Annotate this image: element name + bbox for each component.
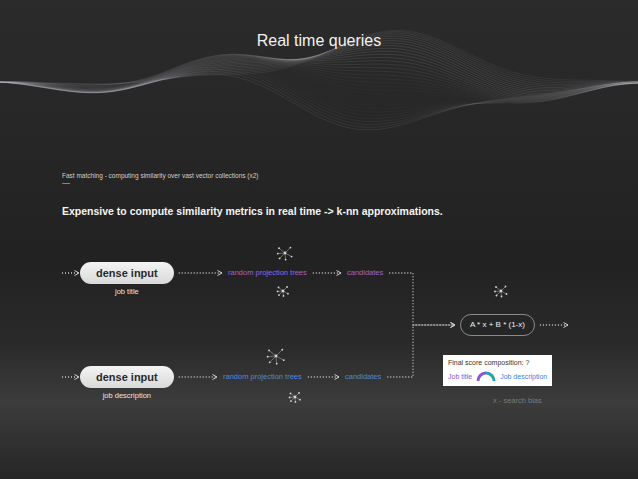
- tree-dot: [291, 256, 293, 258]
- slide-title: Real time queries: [0, 32, 638, 50]
- tree-dot: [269, 361, 271, 363]
- tree-dot: [279, 258, 281, 260]
- pill-label: dense input: [96, 267, 158, 279]
- tree-dot: [278, 287, 280, 289]
- score-card: Final score composition: ? Job title Job d…: [443, 355, 552, 386]
- wave-line: [0, 69, 638, 124]
- wave-line: [0, 74, 638, 130]
- tree-icon: [494, 286, 507, 298]
- tree-dot: [267, 356, 269, 358]
- tree-icon: [267, 349, 285, 365]
- dotted-connector: [308, 376, 339, 377]
- tree-dot: [286, 286, 288, 288]
- tree-dot: [278, 294, 280, 296]
- score-heading: Final score composition: ?: [448, 358, 547, 368]
- dotted-connector: [313, 272, 341, 273]
- score-key: Job description: [500, 372, 547, 382]
- stage-text: random projection trees: [222, 372, 303, 382]
- tree-dot: [298, 392, 300, 394]
- score-key: Job title: [448, 372, 472, 382]
- tree-dot: [289, 397, 291, 399]
- tree-dot: [496, 295, 498, 297]
- tree-dot: [290, 393, 292, 395]
- tree-dot: [278, 247, 280, 249]
- tree-icon: [277, 286, 289, 297]
- tree-dot: [290, 247, 292, 249]
- tree-dot: [294, 396, 297, 399]
- tree-dot: [283, 359, 285, 361]
- score-row: Job title Job description: [448, 371, 547, 382]
- dotted-connector: [389, 273, 455, 325]
- gauge-left: [478, 373, 486, 381]
- stage-text: random projection trees: [227, 268, 308, 278]
- axis-note: x - search bias: [493, 396, 542, 405]
- tree-icon: [277, 247, 293, 261]
- headline: Expensive to compute similarity metrics …: [62, 205, 443, 217]
- input-pill: dense inputjob title: [80, 262, 174, 284]
- input-caption: job title: [115, 287, 139, 297]
- tree-dot: [501, 296, 503, 298]
- stage-label: candidates: [347, 268, 383, 277]
- wave-line: [0, 63, 638, 115]
- tree-dot: [290, 400, 292, 402]
- tree-dot: [281, 349, 283, 351]
- note-text: Fast matching - computing similarity ove…: [62, 172, 259, 179]
- tree-dot: [287, 293, 289, 295]
- tree-dot: [506, 293, 508, 295]
- formula-pill: A * x + B * (1-x): [460, 314, 535, 336]
- input-arrow: [62, 272, 79, 273]
- tree-dot: [495, 286, 497, 288]
- stage-text: candidates: [346, 268, 384, 278]
- output-arrow: [540, 324, 568, 325]
- tree-dot: [299, 399, 301, 401]
- formula-text: A * x + B * (1-x): [470, 320, 525, 329]
- dotted-connector: [179, 272, 222, 273]
- wave-line: [0, 65, 638, 119]
- wave-line: [0, 72, 638, 128]
- tree-dot: [295, 401, 297, 403]
- tree-dot: [285, 259, 287, 261]
- pill-label: dense input: [96, 371, 158, 383]
- gauge-right: [486, 373, 494, 381]
- stage-label: random projection trees: [223, 372, 302, 381]
- tree-dot: [275, 355, 278, 358]
- stage-text: candidates: [344, 372, 382, 382]
- stage-label: random projection trees: [228, 268, 307, 277]
- tree-dot: [268, 350, 270, 352]
- input-pill: dense inputjob description: [80, 366, 174, 388]
- wave-line: [0, 62, 638, 113]
- tree-dot: [277, 291, 279, 293]
- tree-dot: [284, 252, 287, 255]
- wave-lines: [0, 31, 638, 130]
- tree-dot: [283, 295, 285, 297]
- separator: —: [62, 178, 70, 187]
- tree-dot: [277, 253, 279, 255]
- tree-dot: [494, 291, 496, 293]
- tree-icon: [289, 392, 301, 403]
- tree-dot: [276, 363, 278, 365]
- tree-dot: [505, 286, 507, 288]
- score-gauge: [476, 371, 496, 382]
- stage-label: candidates: [345, 372, 381, 381]
- dotted-connector: [179, 376, 217, 377]
- tree-dot: [500, 290, 503, 293]
- tree-dot: [282, 290, 285, 293]
- input-caption: job description: [103, 391, 151, 401]
- input-arrow: [62, 376, 79, 377]
